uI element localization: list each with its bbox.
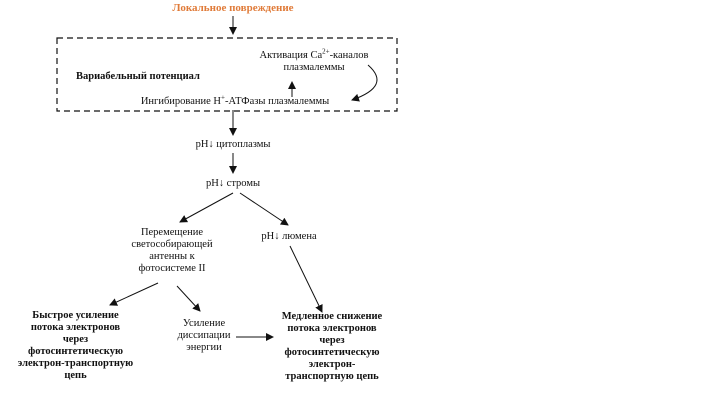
- atp-charge: +: [221, 93, 225, 102]
- ca-charge: 2+: [322, 47, 330, 56]
- antenna-migration-label: Перемещение светособирающей антенны к фо…: [118, 227, 226, 275]
- atpase-inhibition-label: Ингибирование H+-АТФазы плазмалеммы: [120, 93, 350, 108]
- fast-line: через: [62, 334, 89, 345]
- ca-text-a: Активация Ca: [259, 50, 323, 61]
- ph-stroma-label: pH↓ стромы: [205, 178, 261, 189]
- slow-line: электрон-: [308, 359, 356, 370]
- arrow-antenna-to-fast: [109, 282, 159, 306]
- variable-potential-label: Вариабельный потенциал: [76, 71, 200, 82]
- slow-decrease-label: Медленное снижение потока электронов чер…: [267, 311, 397, 383]
- dissipation-line: Усиление: [182, 318, 226, 329]
- fast-line: цепь: [64, 370, 87, 381]
- ph-cytoplasm-label: pH↓ цитоплазмы: [195, 139, 271, 150]
- variable-potential-box: [56, 37, 398, 112]
- slow-line: фотосинтетическую: [284, 347, 380, 358]
- arrow-stroma-to-antenna: [179, 192, 234, 223]
- arrow-ca-to-atpase: [351, 64, 378, 102]
- antenna-line: фотосистеме II: [138, 263, 206, 274]
- local-damage-label: Локальное повреждение: [172, 2, 294, 14]
- fast-line: фотосинтетическую: [28, 346, 123, 357]
- dissipation-line: диссипации: [177, 330, 231, 341]
- antenna-line: Перемещение: [140, 227, 204, 238]
- slow-line: потока электронов: [287, 323, 377, 334]
- atp-text-b: -АТФазы плазмалеммы: [224, 96, 330, 107]
- antenna-line: антенны к: [149, 251, 195, 262]
- ca-text-b: -каналов: [329, 50, 369, 61]
- arrow-stroma-to-lumen: [239, 192, 289, 226]
- fast-line: электрон-транспортную: [17, 358, 134, 369]
- slow-line: Медленное снижение: [281, 311, 383, 322]
- fast-line: Быстрое усиление: [32, 310, 119, 321]
- fast-increase-label: Быстрое усиление потока электронов через…: [8, 310, 143, 382]
- dissipation-label: Усиление диссипации энергии: [172, 318, 236, 354]
- atp-text-a: Ингибирование H: [140, 96, 221, 107]
- slow-line: транспортную цепь: [285, 371, 379, 382]
- fast-line: потока электронов: [30, 322, 121, 333]
- arrow-antenna-to-dissipation: [176, 285, 201, 312]
- ca-channel-activation-label: Активация Ca2+-каналов плазмалеммы: [244, 47, 384, 74]
- ph-lumen-label: pH↓ люмена: [261, 231, 317, 242]
- slow-line: через: [319, 335, 345, 346]
- antenna-line: светособирающей: [131, 239, 213, 250]
- ca-text-line2: плазмалеммы: [283, 62, 345, 73]
- dissipation-line: энергии: [186, 342, 222, 353]
- arrow-lumen-to-slow: [289, 245, 323, 313]
